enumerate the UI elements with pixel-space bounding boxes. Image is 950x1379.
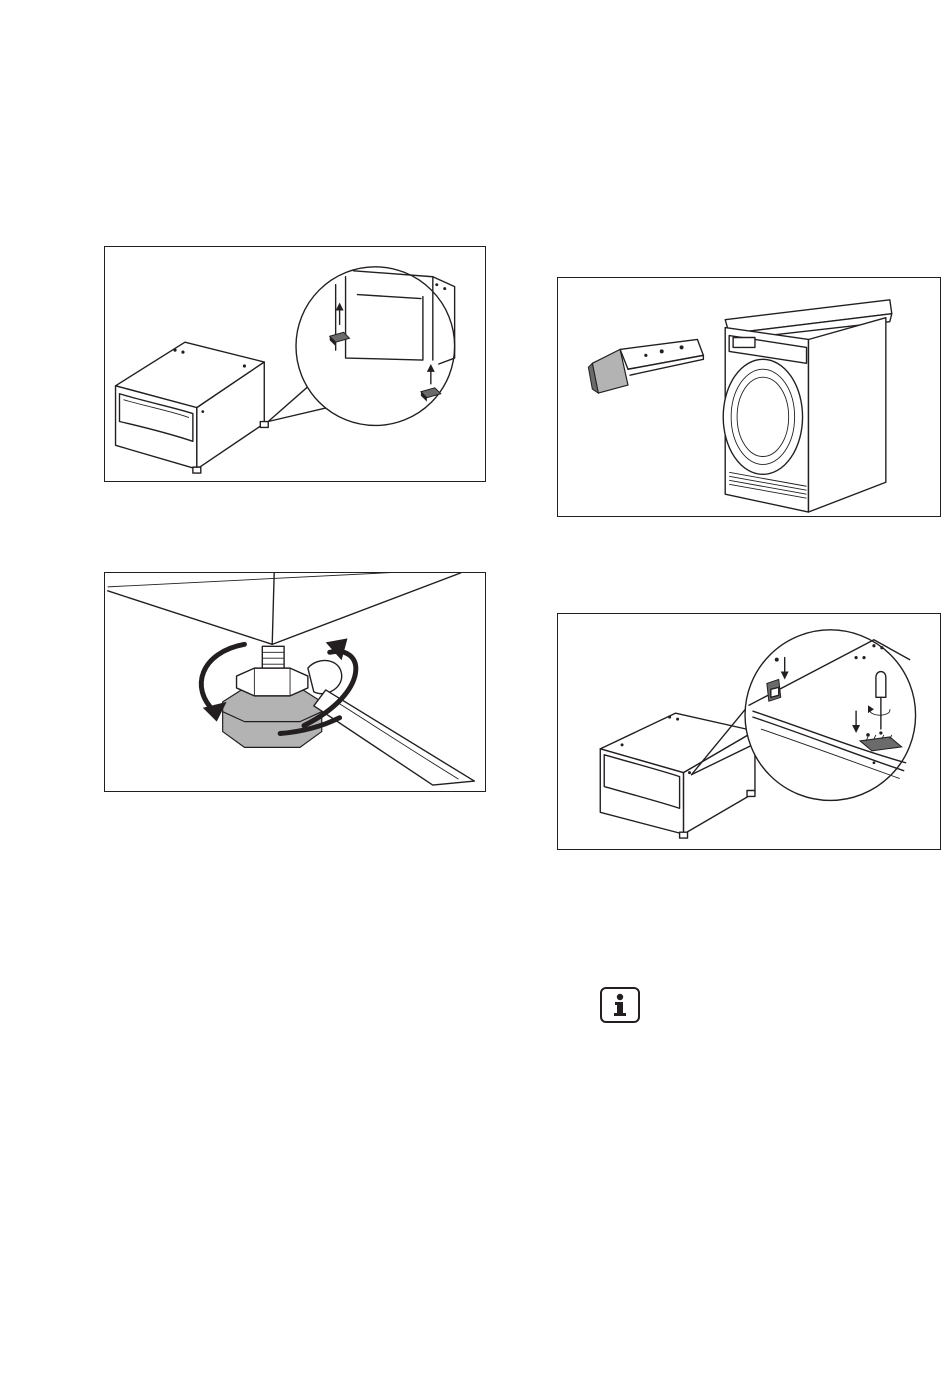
pedestal-drawer-icon [105,247,485,481]
adjustable-foot-icon [105,573,485,791]
drawer-slide-icon [588,339,703,393]
dryer-icon [558,278,940,516]
pedestal-drawer-icon [558,614,940,849]
figure-pedestal-feet [104,246,486,482]
bracket-icon [767,679,781,701]
figure-fix-bracket [557,613,941,850]
figure-dryer-drawer [557,277,941,517]
figure-adjust-foot [104,572,486,792]
info-icon [600,987,640,1023]
